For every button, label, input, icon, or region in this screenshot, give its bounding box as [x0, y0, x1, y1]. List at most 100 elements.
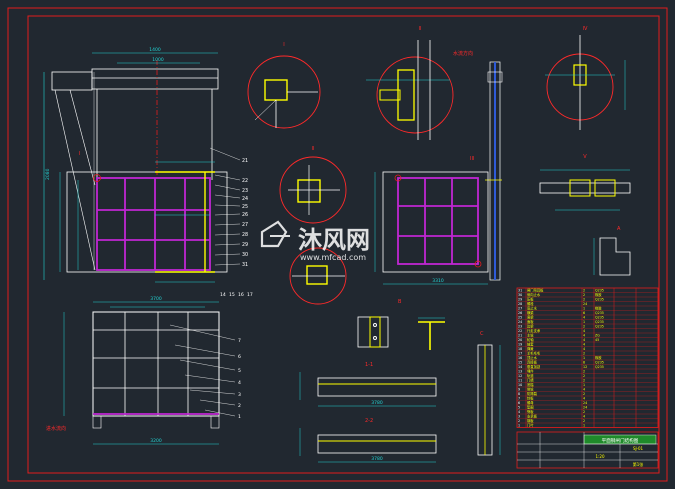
section-label-1: 1-1	[365, 362, 373, 368]
dim-top-width: 1400	[149, 47, 161, 53]
parts-table-cell: 侧轮	[527, 387, 534, 392]
callout-24: 24	[242, 196, 248, 202]
parts-table-cell: 15	[518, 361, 522, 365]
callout-17: 17	[247, 292, 253, 298]
parts-table-cell: 19	[518, 343, 522, 347]
detail-label-IV: IV	[583, 26, 588, 32]
watermark: 沐风网 www.mfcad.com	[260, 220, 370, 262]
section-dims	[63, 301, 219, 445]
watermark-logo-icon	[260, 220, 290, 248]
parts-table-cell: 11	[518, 379, 522, 383]
parts-table-cell: 1	[583, 320, 585, 324]
watermark-url: www.mfcad.com	[300, 253, 366, 262]
callout-26: 26	[242, 212, 248, 218]
parts-table-cell: 30	[518, 293, 522, 297]
parts-table-cell: 边梁	[527, 324, 534, 329]
parts-table-cell: Q235	[595, 325, 604, 329]
parts-table-cell: 3	[518, 415, 520, 419]
callout-28: 28	[242, 232, 248, 238]
detail-label-I: I	[283, 42, 284, 48]
title-block: 平面钢闸门结构图 SJ-01 1:20 第1张	[516, 431, 659, 469]
parts-table-cell: Q235	[595, 316, 604, 320]
detail-circle-III	[289, 247, 347, 305]
right-front-dims	[374, 172, 488, 285]
parts-table-cell: 2	[583, 325, 585, 329]
parts-table-cell: 2	[583, 410, 585, 414]
parts-table-cell: 18	[518, 347, 522, 351]
parts-table-cell: 1	[518, 424, 520, 428]
parts-table-cell: 封板	[527, 396, 534, 401]
detail-small-block	[357, 316, 389, 348]
parts-table-cell: 2	[583, 293, 585, 297]
detail-V	[539, 169, 631, 211]
parts-table-cell: 24	[583, 401, 587, 405]
vertical-shaft	[485, 61, 503, 281]
title-drawing-no: SJ-01	[633, 446, 644, 451]
parts-table-cell: 17	[518, 352, 522, 356]
parts-table-cell: 2	[583, 419, 585, 423]
parts-table-cell: 29	[518, 298, 522, 302]
detail-circle-II	[279, 156, 347, 224]
parts-table-cell: 橡胶	[595, 306, 602, 311]
parts-table-cell: 垂直加劲	[527, 364, 541, 369]
title-scale: 1:20	[596, 454, 605, 459]
parts-table-cell: 20	[518, 338, 522, 342]
parts-table-cell: 8	[583, 361, 585, 365]
parts-table-cell: 橡胶	[595, 355, 602, 360]
parts-table-cell: 顶止水	[527, 355, 538, 360]
parts-table-cell: 23	[518, 325, 522, 329]
parts-table-cell: 2	[583, 370, 585, 374]
dim-section-width: 3700	[150, 296, 162, 302]
parts-table-cell: Q235	[595, 361, 604, 365]
title-project: 平面钢闸门结构图	[602, 437, 639, 444]
parts-table-cell: 2	[583, 352, 585, 356]
parts-table-cell: 4	[583, 316, 585, 320]
detail-label-C: C	[480, 331, 484, 337]
parts-table-cell: 14	[518, 365, 522, 369]
front-view	[66, 171, 228, 273]
parts-table-cell: Q235	[595, 298, 604, 302]
beam-1-1	[299, 372, 437, 407]
parts-table-cell: 螺栓	[527, 301, 534, 306]
parts-table-cell: 12	[518, 374, 522, 378]
label-marker-I: I	[79, 151, 80, 157]
parts-table-cell: 24	[583, 302, 587, 306]
detail-label-II: II	[312, 146, 315, 152]
parts-table-cell: 钢板	[527, 418, 534, 423]
callout-5: 5	[238, 368, 241, 374]
parts-table-border	[516, 287, 659, 428]
callout-15: 15	[229, 292, 235, 298]
parts-table-cell: 埋件	[527, 369, 534, 374]
parts-table-cell: 弹簧	[527, 346, 534, 351]
callout-23: 23	[242, 188, 248, 194]
right-front-view	[382, 171, 489, 273]
title-sheet: 第1张	[633, 461, 644, 467]
parts-table-cell: 面板	[527, 319, 534, 324]
parts-table-cell: 7	[518, 397, 520, 401]
detail-small-T	[418, 317, 445, 350]
parts-table-cell: 4	[583, 388, 585, 392]
dim-beam-1: 3780	[371, 400, 383, 406]
parts-table-cell: 24	[518, 320, 522, 324]
parts-table-cell: 1	[583, 356, 585, 360]
callout-27: 27	[242, 222, 248, 228]
callout-30: 30	[242, 252, 248, 258]
callout-22: 22	[242, 178, 248, 184]
parts-table-cell: 垫圈	[527, 405, 534, 410]
section-label-2: 2-2	[365, 418, 373, 424]
parts-table-cell: 24	[583, 406, 587, 410]
beam-2-2	[299, 428, 437, 463]
parts-table-cell: 横梁	[527, 310, 534, 315]
callout-14: 14	[220, 292, 226, 298]
top-view	[51, 60, 219, 271]
detail-label-top-center: II	[419, 26, 422, 32]
parts-table-cell: Q235	[595, 365, 604, 369]
parts-table-cell: ZG	[595, 334, 600, 338]
dim-section-inner: 3200	[150, 438, 162, 444]
vertical-member	[477, 344, 501, 456]
section-leaders	[169, 324, 236, 417]
parts-table-cell: 侧向止水	[527, 292, 541, 297]
parts-table-cell: 6	[583, 311, 585, 315]
